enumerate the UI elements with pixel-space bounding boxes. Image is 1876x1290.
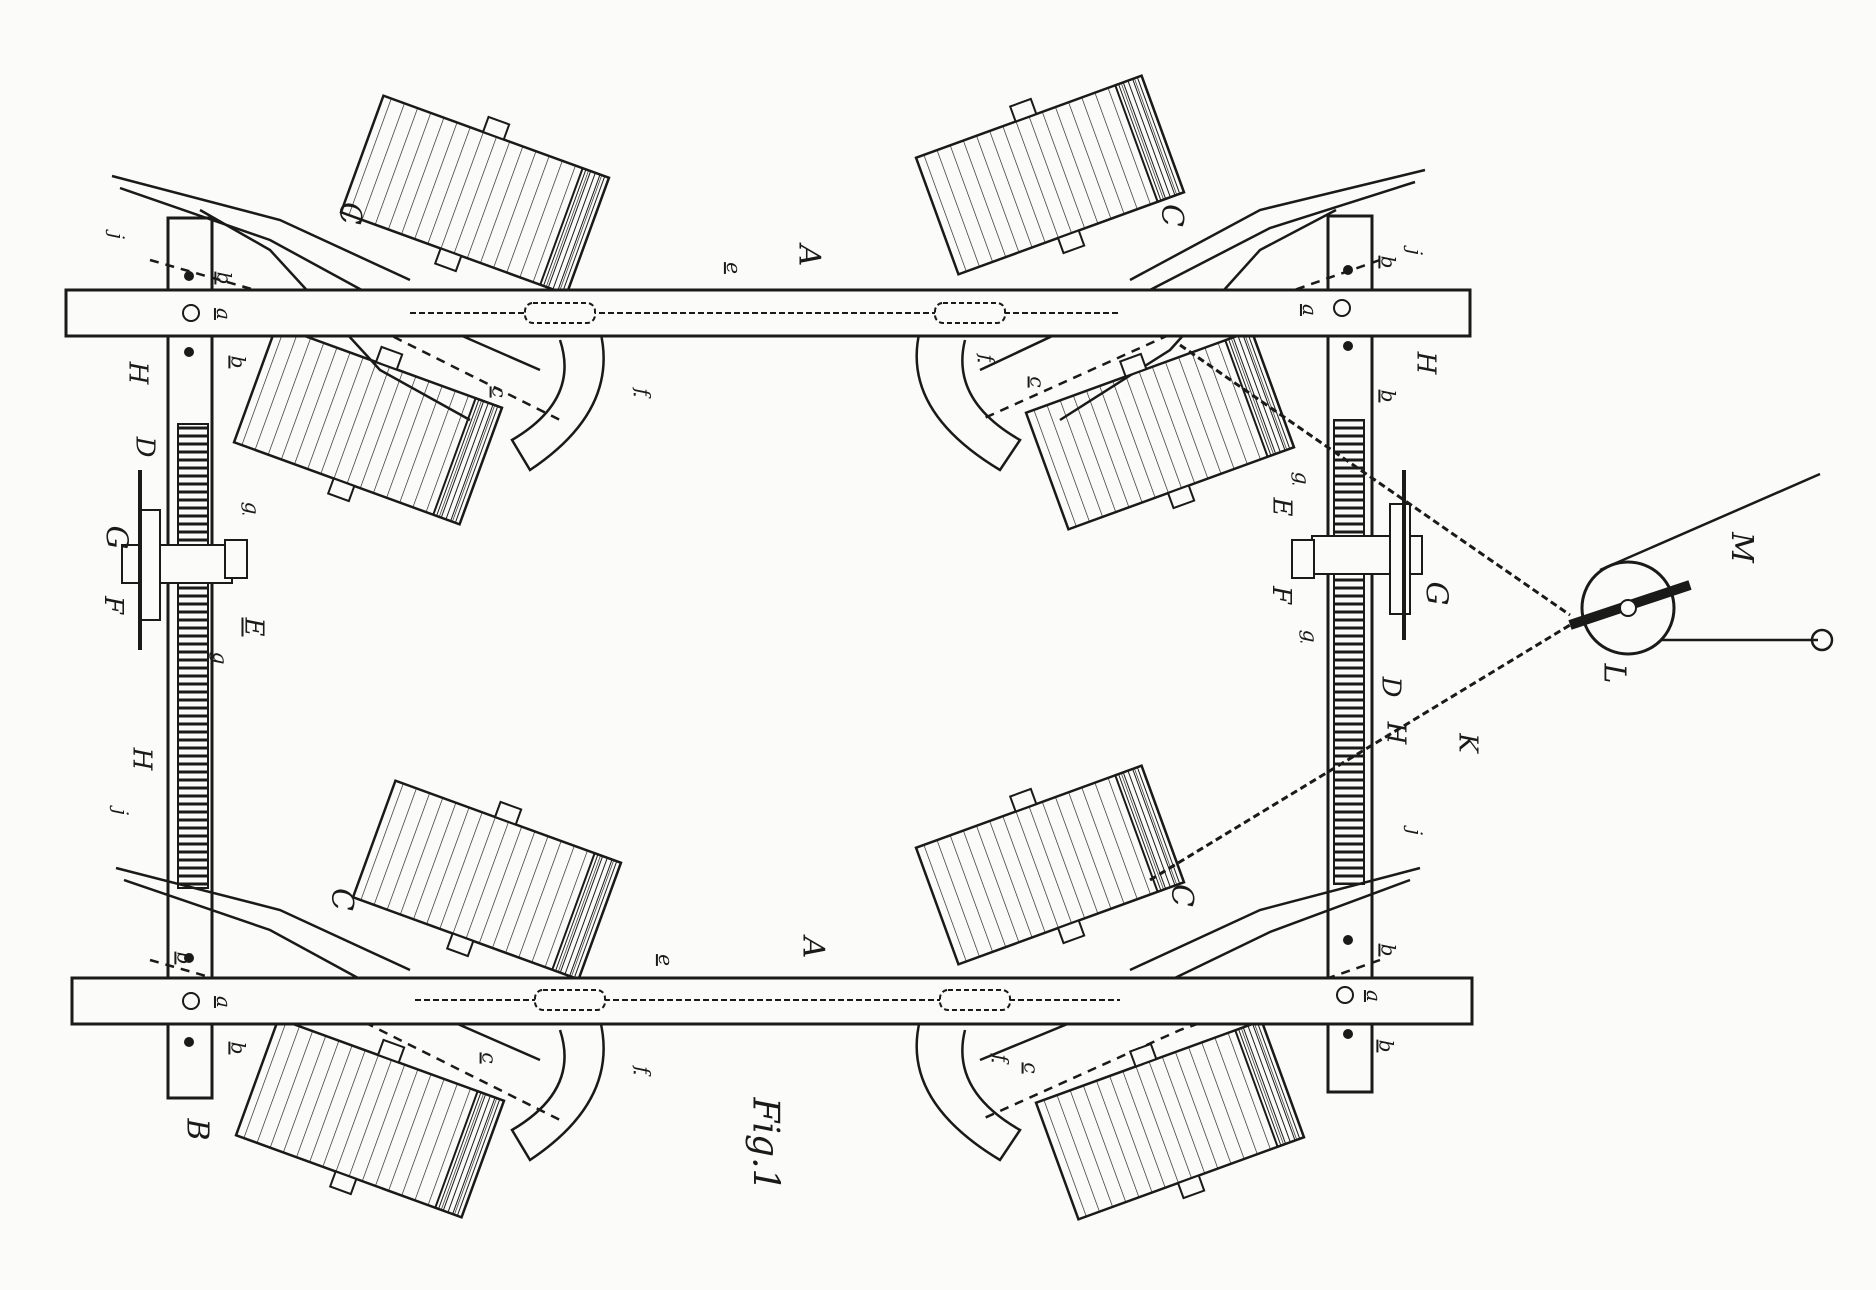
wheel-7 [909, 749, 1191, 981]
label-c-3: c [477, 1052, 502, 1064]
beam-top [64, 288, 1472, 338]
label-L: L [1596, 663, 1632, 684]
label-a-1: a [211, 308, 236, 320]
label-F-left: F [98, 595, 129, 615]
label-b-4: b [1376, 389, 1401, 403]
label-A-top: A [791, 244, 827, 267]
wheel-2 [227, 309, 509, 541]
label-G-right: G [1418, 581, 1454, 606]
label-H-3: H [126, 747, 157, 771]
label-F-right: F [1266, 585, 1297, 605]
label-f-3: f [631, 1066, 656, 1074]
label-j-3: j [109, 808, 134, 816]
label-H-1: H [122, 361, 153, 385]
label-f-1: f [631, 388, 656, 396]
pulley-l [1568, 560, 1692, 656]
label-b-2: b [226, 355, 251, 369]
label-c-4: c [1019, 1062, 1044, 1074]
label-D-left: D [129, 436, 160, 458]
label-g-1: g [240, 501, 265, 515]
label-E-right: E [1266, 497, 1297, 517]
label-G-left: G [98, 525, 134, 550]
label-C-4: C [1163, 884, 1199, 907]
label-f-4: f [989, 1054, 1014, 1062]
label-K: K [1452, 733, 1483, 753]
label-C-1: C [331, 202, 367, 225]
rope-m [1599, 472, 1834, 652]
label-B: B [179, 1118, 215, 1141]
label-b-8: b [1374, 1039, 1399, 1053]
label-c-1: c [487, 386, 512, 398]
label-g-4: g [1298, 629, 1323, 643]
label-A-bottom: A [795, 936, 831, 959]
label-M: M [1723, 532, 1759, 563]
label-j-4: j [1403, 828, 1428, 836]
label-E-left: E [238, 617, 269, 637]
label-b-7: b [1376, 943, 1401, 957]
label-a-3: a [211, 996, 236, 1008]
beam-bottom [70, 976, 1474, 1026]
label-j-2: j [1403, 248, 1428, 256]
label-j-1: j [105, 232, 130, 240]
chain-k [1149, 343, 1571, 882]
label-a-2: a [1297, 304, 1322, 316]
rack-right [1291, 419, 1423, 885]
label-C-2: C [1153, 204, 1189, 227]
wheel-6 [229, 1002, 511, 1234]
label-C-3: C [323, 888, 359, 911]
wheel-4 [1019, 314, 1301, 546]
label-e-2: e [653, 954, 678, 966]
figure-caption: Fig.1 [744, 1097, 786, 1192]
label-D-right: D [1375, 676, 1406, 698]
label-b-5: b [172, 951, 197, 965]
bolt-holes [184, 265, 1353, 1047]
wheel-8 [1029, 1004, 1311, 1236]
label-H-2: H [1410, 351, 1441, 375]
label-g-2: g [208, 651, 233, 665]
wheel-1 [334, 79, 616, 311]
label-b-1: b [212, 271, 237, 285]
label-g-3: g [1290, 471, 1315, 485]
label-c-2: c [1025, 376, 1050, 388]
label-H-4: H [1380, 721, 1411, 745]
wheel-3 [909, 59, 1191, 291]
label-f-2: f [975, 354, 1000, 362]
label-a-4: a [1361, 990, 1386, 1002]
label-b-3: b [1376, 255, 1401, 269]
label-e-1: e [721, 262, 746, 274]
rack-left [121, 423, 248, 889]
label-b-6: b [226, 1041, 251, 1055]
